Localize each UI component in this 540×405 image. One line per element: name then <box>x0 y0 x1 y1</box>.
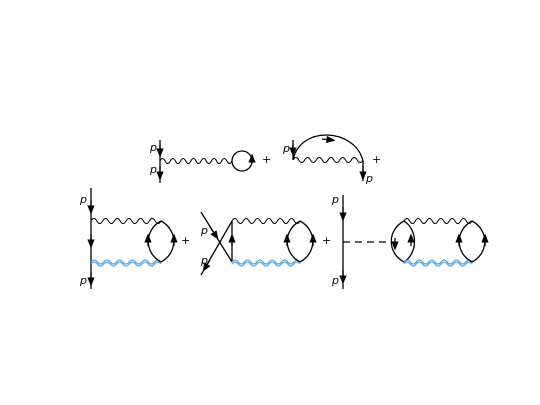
tadpole-diagram: p p <box>149 140 256 183</box>
momentum-label-p: p <box>79 274 87 287</box>
blue-wavy-line-twin <box>403 261 473 267</box>
blue-wavy-line <box>231 259 301 265</box>
fermion-bubble-left <box>147 220 162 263</box>
arrow-marker <box>321 135 336 144</box>
momentum-label-p: p <box>200 224 208 237</box>
momentum-label-p: p <box>79 193 87 206</box>
arrow-marker <box>209 226 219 240</box>
plus-sign: + <box>262 153 271 166</box>
photon-line <box>403 218 473 224</box>
plus-sign: + <box>322 234 331 247</box>
blue-wavy-line-twin <box>231 261 301 267</box>
momentum-label-p: p <box>282 142 290 155</box>
photon-line <box>292 157 364 163</box>
fermion-bubble-left <box>458 220 473 263</box>
plus-sign: + <box>181 234 190 247</box>
fermion-bubble-outer-left-inner <box>403 220 416 263</box>
plus-sign: + <box>372 153 381 166</box>
fermion-arc <box>292 134 364 162</box>
fermion-bubble-left <box>286 220 301 263</box>
photon-line <box>90 218 162 224</box>
blue-wavy-line <box>403 259 473 265</box>
momentum-label-p: p <box>200 254 208 267</box>
momentum-label-p: p <box>331 274 339 287</box>
exchange-diagram-crossed: p p <box>200 211 317 276</box>
momentum-label-p: p <box>149 163 157 176</box>
fermion-bubble-outer-left <box>390 220 405 263</box>
fermion-bubble-right <box>299 220 314 263</box>
photon-line <box>231 218 301 224</box>
fermion-loop <box>231 150 253 172</box>
momentum-label-p: p <box>149 141 157 154</box>
arrow-marker <box>202 259 211 272</box>
blue-wavy-line-twin <box>90 261 162 267</box>
fermion-bubble-right <box>471 220 486 263</box>
momentum-label-p: p <box>331 193 339 206</box>
exchange-diagram-dashed: p p <box>331 193 489 289</box>
photon-line <box>159 158 233 164</box>
blue-wavy-line <box>90 259 162 265</box>
fermion-bubble-right <box>160 220 175 263</box>
exchange-diagram-1: p p <box>79 188 178 289</box>
momentum-label-p: p <box>365 172 373 185</box>
self-energy-diagram: p p <box>282 134 373 185</box>
